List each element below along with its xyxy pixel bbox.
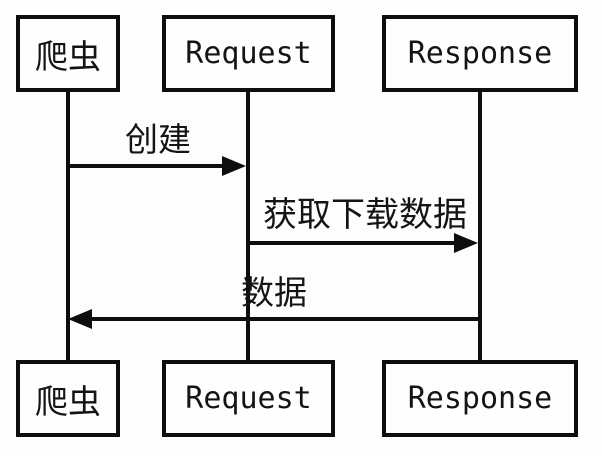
actor-label-request: Request <box>185 36 312 71</box>
actor-label-response: Response <box>407 381 553 416</box>
actor-box-request-bottom: Request <box>162 360 335 437</box>
message-line-create <box>68 164 226 168</box>
message-line-data <box>92 317 480 321</box>
actor-box-crawler-top: 爬虫 <box>16 15 120 92</box>
message-label-create: 创建 <box>125 120 191 159</box>
actor-label-crawler: 爬虫 <box>35 36 101 76</box>
lifeline-response <box>478 92 482 360</box>
arrowhead-right-icon <box>454 233 478 253</box>
actor-box-response-top: Response <box>382 15 578 92</box>
actor-box-request-top: Request <box>162 15 335 92</box>
lifeline-request <box>246 92 250 360</box>
actor-label-response: Response <box>407 36 553 71</box>
actor-box-crawler-bottom: 爬虫 <box>16 360 120 437</box>
actor-label-request: Request <box>185 381 312 416</box>
lifeline-crawler <box>66 92 70 360</box>
actor-box-response-bottom: Response <box>382 360 578 437</box>
actor-label-crawler: 爬虫 <box>35 381 101 421</box>
message-label-fetch-download-data: 获取下载数据 <box>263 195 467 235</box>
message-label-data: 数据 <box>241 273 307 312</box>
message-line-fetch-download-data <box>250 241 456 245</box>
arrowhead-right-icon <box>222 156 246 176</box>
arrowhead-left-icon <box>68 309 92 329</box>
